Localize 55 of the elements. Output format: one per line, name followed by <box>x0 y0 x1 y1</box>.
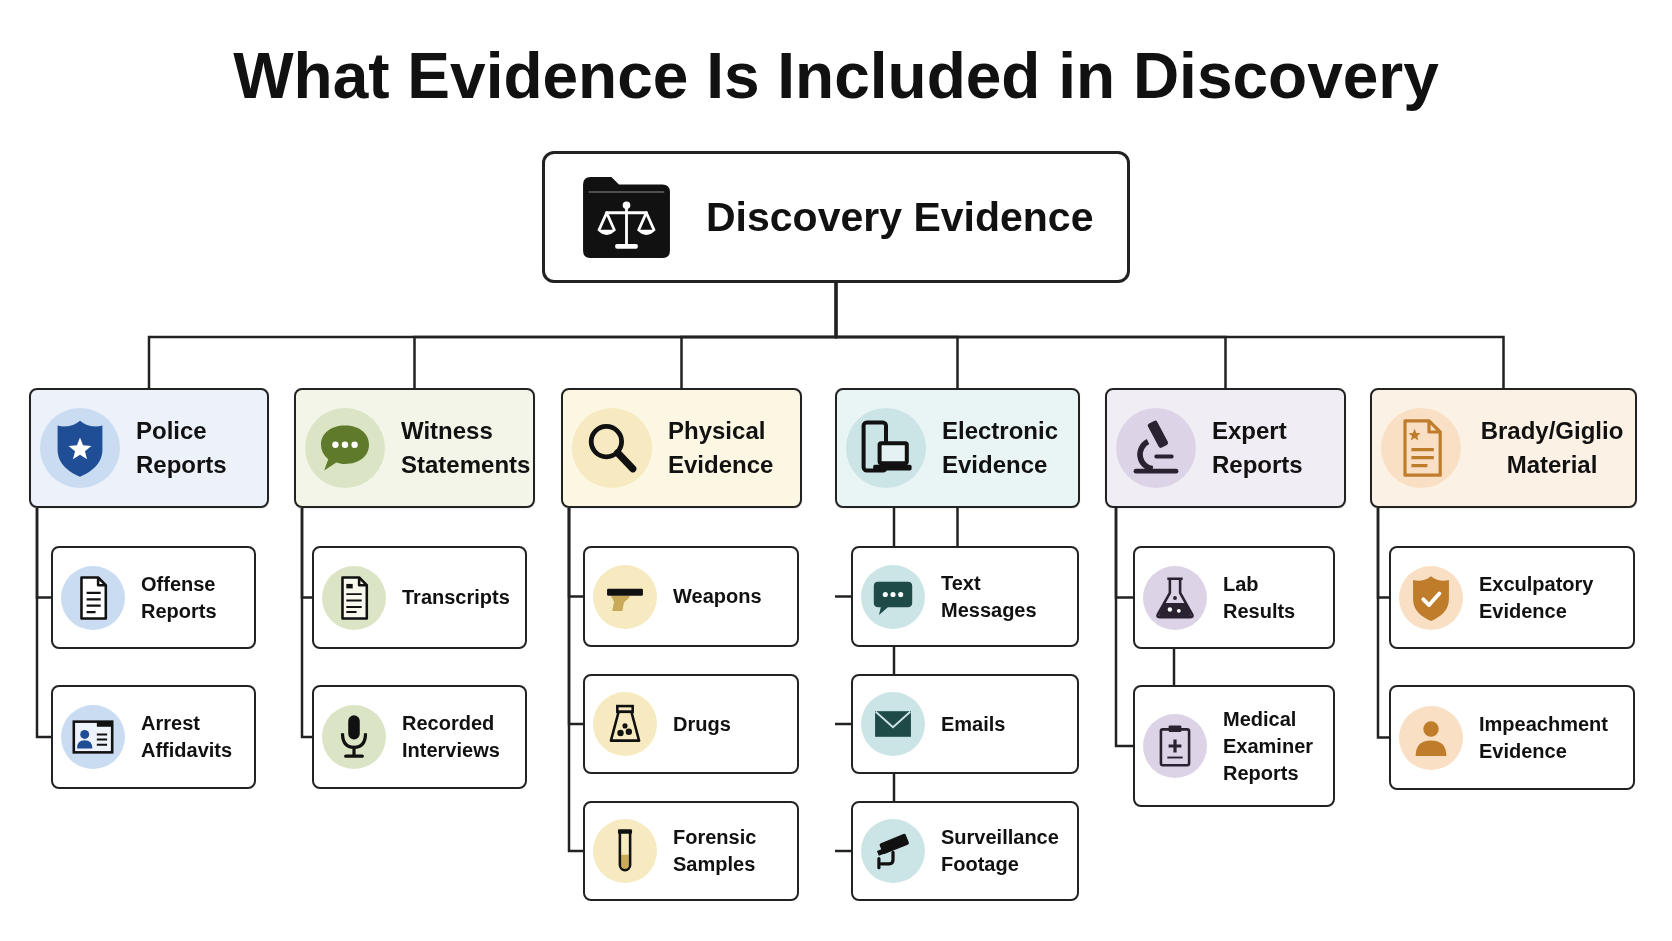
category-card <box>835 388 1080 508</box>
category-card <box>1370 388 1637 508</box>
category-label: Witness Statements <box>401 416 531 480</box>
item-label: Impeachment Evidence <box>1479 711 1609 764</box>
item-label: Medical Examiner Reports <box>1223 706 1315 786</box>
item-card <box>1389 685 1635 790</box>
item-card <box>851 546 1079 647</box>
item-card <box>1389 546 1635 649</box>
item-label: Emails <box>941 711 1007 737</box>
item-card <box>312 546 527 649</box>
item-card <box>1133 685 1335 807</box>
item-card <box>583 674 799 774</box>
item-label: Weapons <box>673 584 763 609</box>
category-card <box>29 388 269 508</box>
connector-line <box>1114 508 1133 748</box>
connector-line <box>892 508 896 546</box>
category-label: Electronic Evidence <box>942 416 1060 480</box>
item-label: Text Messages <box>941 570 1038 623</box>
item-card <box>583 801 799 901</box>
item-card <box>312 685 527 789</box>
category-card <box>561 388 802 508</box>
item-card <box>583 546 799 647</box>
item-card <box>51 685 256 789</box>
item-label: Offense Reports <box>141 571 218 624</box>
item-label: Forensic Samples <box>673 825 758 877</box>
item-label: Drugs <box>673 711 732 737</box>
item-label: Arrest Affidavits <box>141 711 234 763</box>
connector-line <box>300 508 312 739</box>
category-label: Physical Evidence <box>668 416 775 480</box>
root-box <box>542 151 1130 283</box>
connector-line <box>892 774 896 801</box>
connector-line <box>1376 508 1389 739</box>
category-card <box>294 388 535 508</box>
category-card <box>1105 388 1346 508</box>
connector-line <box>35 508 51 739</box>
diagram-title: What Evidence Is Included in Discovery <box>233 39 1439 114</box>
item-card <box>1133 546 1335 649</box>
item-card <box>851 801 1079 901</box>
connector-line <box>834 283 1505 388</box>
item-label: Recorded Interviews <box>402 711 501 763</box>
category-label: Police Reports <box>136 416 228 480</box>
connector-line <box>1172 649 1176 685</box>
connector-line <box>956 508 959 546</box>
connector-line <box>835 595 851 598</box>
connector-line <box>567 508 583 853</box>
category-label: Expert Reports <box>1212 416 1304 480</box>
item-label: Transcripts <box>402 585 511 610</box>
item-label: Surveillance Footage <box>941 825 1060 877</box>
item-card <box>851 674 1079 774</box>
item-card <box>51 546 256 649</box>
category-label: Brady/Giglio Material <box>1479 416 1625 480</box>
root-label: Discovery Evidence <box>706 193 1094 242</box>
item-label: Lab Results <box>1223 571 1297 624</box>
connector-line <box>892 647 896 674</box>
item-label: Exculpatory Evidence <box>1479 571 1595 624</box>
